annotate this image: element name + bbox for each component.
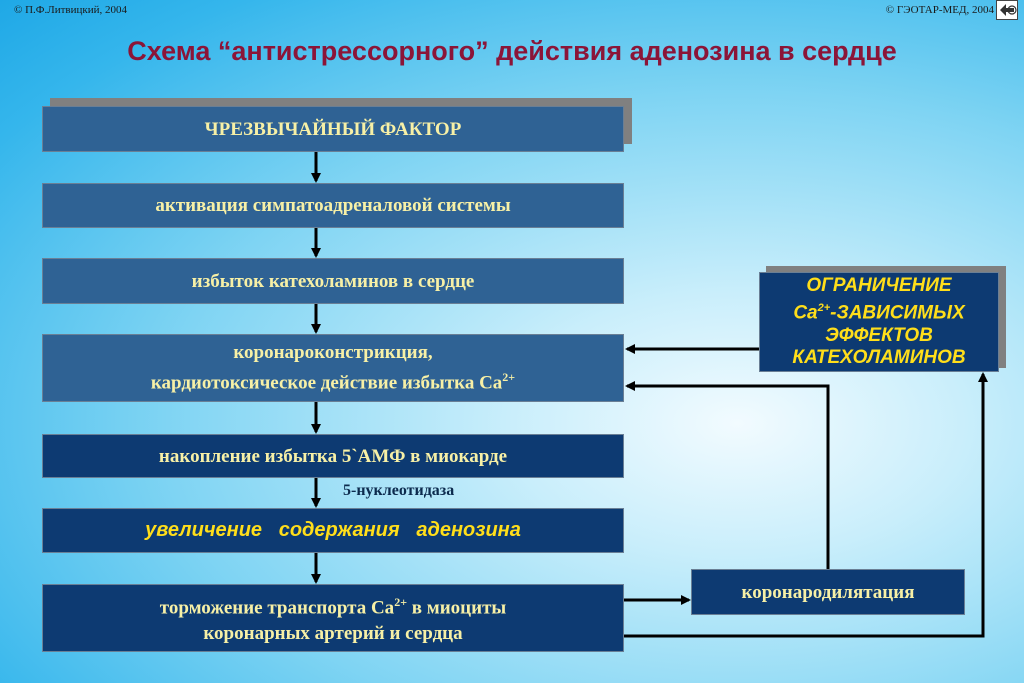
arrow-inhibition-to-limitation [624,372,988,638]
box-catecholamine-label: избыток катехоламинов в сердце [191,270,475,292]
box-sympathoadrenal-activation: активация симпатоадреналовой системы [42,183,624,228]
box-calcium-line1-a: торможение транспорта Ca [159,597,395,619]
box-coronaroconstriction-line2: кардиотоксическое действие избытка Ca2+ [151,365,515,395]
copyright-left: © П.Ф.Литвицкий, 2004 [14,4,127,16]
box-amp-accumulation: накопление избытка 5`АМФ в миокарде [42,434,624,478]
box-coronary-dilation-label: коронародилятация [741,581,915,603]
box-calcium-line2: коронарных артерий и сердца [203,622,463,644]
box-emergency-factor: ЧРЕЗВЫЧАЙНЫЙ ФАКТОР [42,106,624,152]
box-adenosine-label: увеличение содержания аденозина [145,519,521,541]
calcium-superscript: 2+ [817,302,831,315]
box-amp-label: накопление избытка 5`АМФ в миокарде [158,445,508,467]
calcium-superscript: 2+ [394,595,408,610]
box-coronaroconstriction: коронароконстрикция, кардиотоксическое д… [42,334,624,402]
box-adenosine-increase: увеличение содержания аденозина [42,508,624,553]
box-limitation-line2-a: Ca [793,302,818,324]
publisher-logo-icon [996,0,1018,20]
box-calcium-transport-inhibition: торможение транспорта Ca2+ в миоциты кор… [42,584,624,652]
box-limitation: ОГРАНИЧЕНИЕ Ca2+-ЗАВИСИМЫХ ЭФФЕКТОВ КАТЕ… [759,272,999,372]
box-calcium-line1: торможение транспорта Ca2+ в миоциты [160,590,507,620]
box-coronary-dilation: коронародилятация [691,569,965,615]
box-catecholamine-excess: избыток катехоламинов в сердце [42,258,624,304]
box-limitation-line3: ЭФФЕКТОВ [825,324,933,346]
enzyme-label: 5-нуклеотидаза [343,482,455,499]
box-coronaroconstriction-line1: коронароконстрикция, [233,342,433,364]
box-sympathoadrenal-label: активация симпатоадреналовой системы [155,195,511,216]
calcium-superscript: 2+ [502,370,516,385]
copyright-right: © ГЭОТАР-МЕД, 2004 [885,4,994,16]
box-limitation-line2: Ca2+-ЗАВИСИМЫХ [793,297,964,324]
box-calcium-line1-b: в миоциты [407,597,507,619]
box-limitation-line4: КАТЕХОЛАМИНОВ [792,346,966,368]
box-emergency-factor-label: ЧРЕЗВЫЧАЙНЫЙ ФАКТОР [204,118,462,140]
page-title: Схема “антистрессорного” действия аденоз… [127,36,897,66]
box-limitation-line2-b: -ЗАВИСИМЫХ [830,302,965,324]
box-limitation-line1: ОГРАНИЧЕНИЕ [806,275,952,297]
arrow-dilation-to-constriction [625,381,830,569]
box-coronaroconstriction-line2-text: кардиотоксическое действие избытка Ca [150,372,503,394]
